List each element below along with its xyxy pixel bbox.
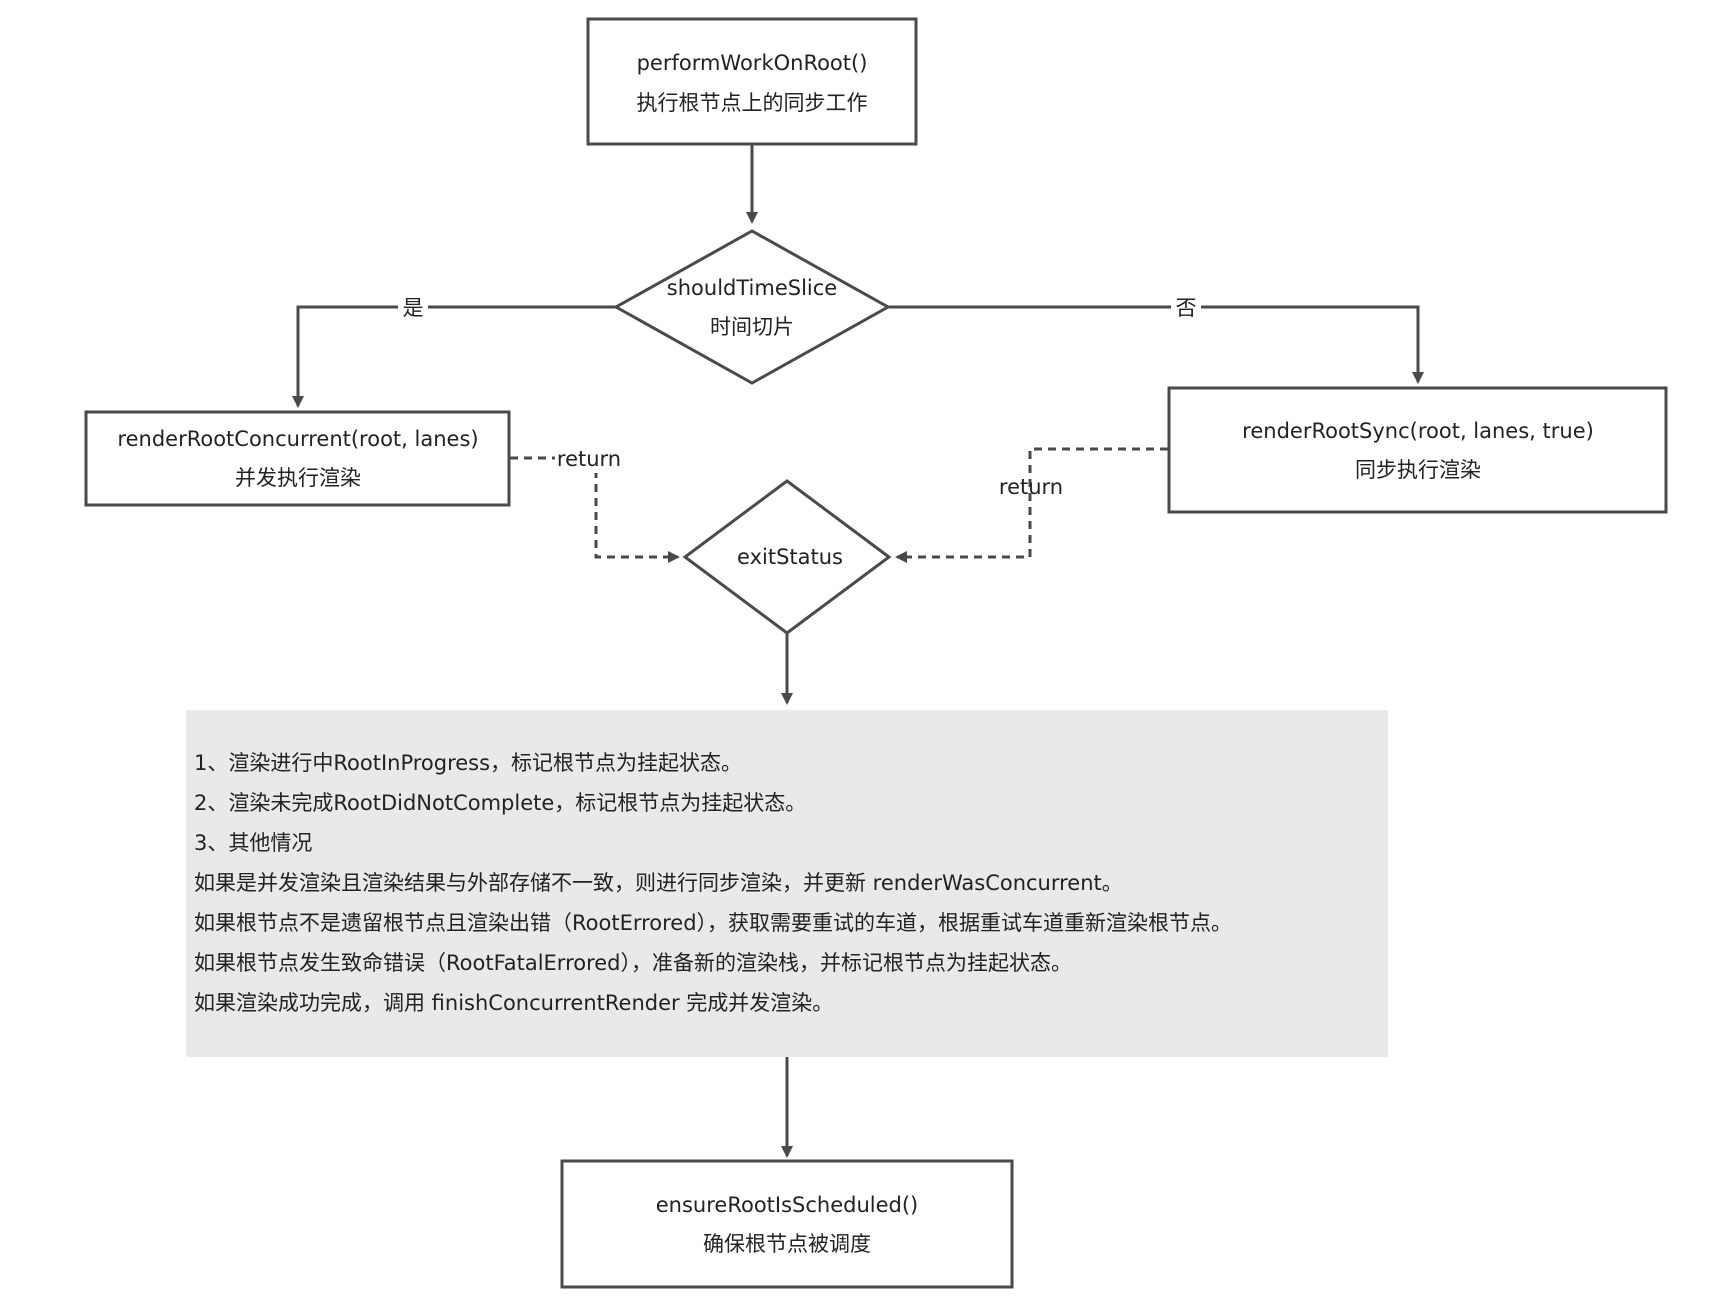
yes-label: 是 [403, 296, 424, 320]
exit-status-note: 1、渲染进行中RootInProgress，标记根节点为挂起状态。 2、渲染未完… [186, 710, 1388, 1057]
note-line-4: 如果是并发渲染且渲染结果与外部存储不一致，则进行同步渲染，并更新 renderW… [194, 871, 1123, 895]
node-exit-status: exitStatus [682, 479, 892, 635]
note-line-6: 如果根节点发生致命错误（RootFatalErrored），准备新的渲染栈，并标… [194, 951, 1072, 975]
return-label-right: return [999, 475, 1063, 499]
note-line-5: 如果根节点不是遗留根节点且渲染出错（RootErrored），获取需要重试的车道… [194, 911, 1232, 935]
node-sync-line1: renderRootSync(root, lanes, true) [1242, 419, 1594, 443]
edge-yes-branch [292, 305, 616, 408]
edge-return-sync [895, 447, 1168, 563]
node-concurrent-line1: renderRootConcurrent(root, lanes) [117, 427, 478, 451]
node-perform-work-on-root: performWorkOnRoot() 执行根节点上的同步工作 [586, 17, 918, 146]
note-line-3: 3、其他情况 [194, 831, 312, 855]
node-ensure-root-is-scheduled: ensureRootIsScheduled() 确保根节点被调度 [560, 1159, 1014, 1289]
edge-return-concurrent [510, 456, 680, 563]
edge-no-branch [889, 305, 1424, 384]
note-line-7: 如果渲染成功完成，调用 finishConcurrentRender 完成并发渲… [194, 991, 833, 1015]
node-should-line2: 时间切片 [710, 315, 794, 339]
note-line-1: 1、渲染进行中RootInProgress，标记根节点为挂起状态。 [194, 751, 742, 775]
node-ensure-line2: 确保根节点被调度 [703, 1232, 871, 1256]
node-render-root-concurrent: renderRootConcurrent(root, lanes) 并发执行渲染 [84, 410, 511, 507]
node-should-line1: shouldTimeSlice [667, 276, 837, 300]
node-exit-status-label: exitStatus [737, 545, 843, 569]
node-render-root-sync: renderRootSync(root, lanes, true) 同步执行渲染 [1167, 386, 1668, 514]
node-perform-line2: 执行根节点上的同步工作 [637, 91, 868, 115]
note-line-2: 2、渲染未完成RootDidNotComplete，标记根节点为挂起状态。 [194, 791, 806, 815]
node-ensure-line1: ensureRootIsScheduled() [656, 1193, 919, 1217]
no-label: 否 [1176, 296, 1197, 320]
node-concurrent-line2: 并发执行渲染 [235, 466, 361, 490]
node-should-time-slice: shouldTimeSlice 时间切片 [612, 229, 892, 385]
node-sync-line2: 同步执行渲染 [1355, 458, 1481, 482]
return-label-left: return [557, 447, 621, 471]
node-perform-line1: performWorkOnRoot() [637, 51, 868, 75]
